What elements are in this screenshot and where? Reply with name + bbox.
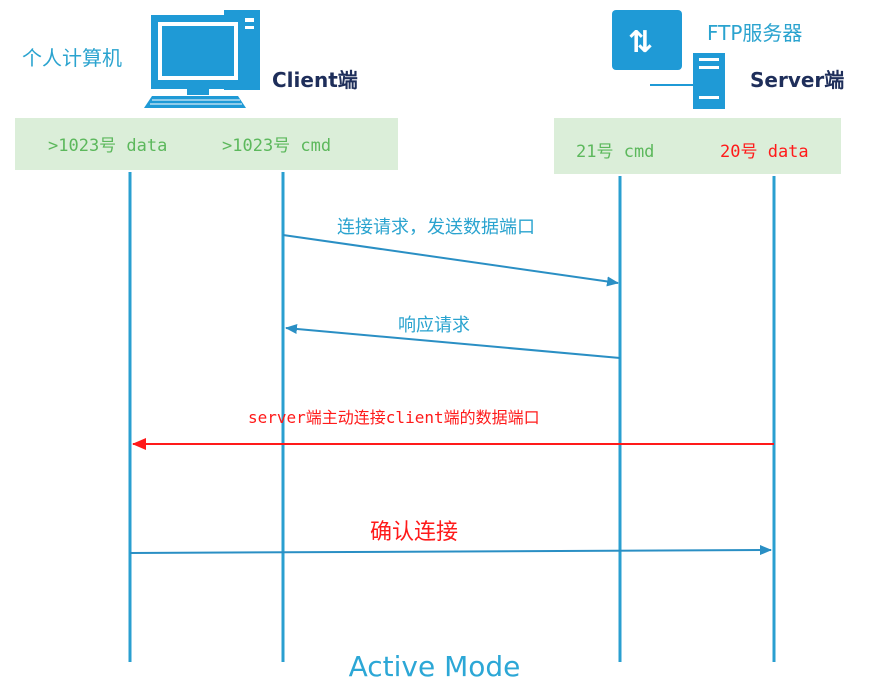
message-confirm: 确认连接 [370,520,459,545]
server-cmd-port: 21号 cmd [576,142,655,162]
server-port-box [554,118,841,174]
diagram-title: Active Mode [348,650,521,683]
client-side-label: Client端 [272,68,358,92]
server-label: FTP服务器 [707,21,803,45]
message-connect-request: 连接请求，发送数据端口 [337,217,535,238]
message-response: 响应请求 [398,315,470,336]
server-data-port: 20号 data [720,142,809,162]
arrow-confirm [129,545,772,556]
server-side-label: Server端 [750,68,845,92]
client-data-port: >1023号 data [48,136,168,156]
arrow-response [285,324,621,359]
client-label: 个人计算机 [22,46,122,70]
svg-text:⇅: ⇅ [628,25,653,60]
client-port-box [15,118,398,170]
arrow-connect-request [282,234,619,287]
ftp-server-icon: ⇅ [612,10,725,109]
computer-icon [144,10,260,108]
message-server-connect: server端主动连接client端的数据端口 [248,408,540,427]
client-cmd-port: >1023号 cmd [222,136,332,156]
